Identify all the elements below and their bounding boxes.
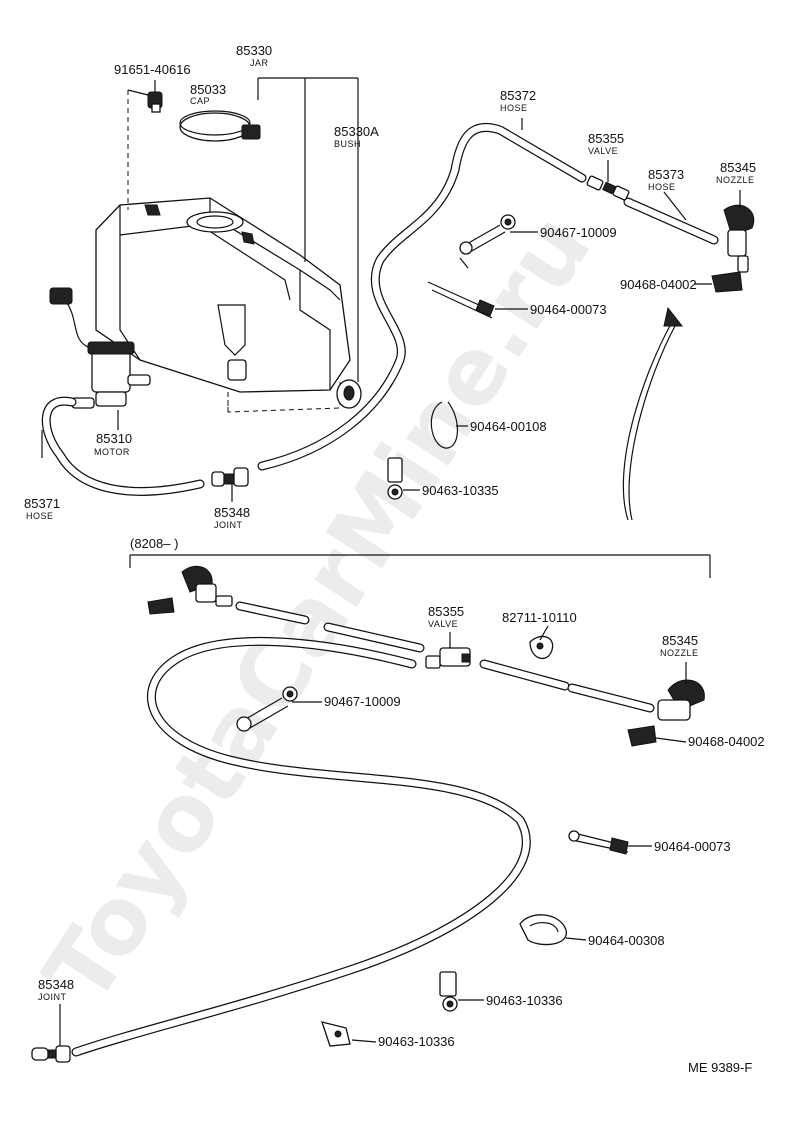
- jar-name: JAR: [250, 58, 269, 68]
- upper-nozzle: [723, 204, 755, 273]
- upper-clamp-b: [427, 281, 495, 319]
- figure-code: ME 9389-F: [688, 1060, 752, 1075]
- joint-name: JOINT: [214, 520, 243, 530]
- lower-valve-number: 85355: [428, 604, 464, 619]
- hose-left-name: HOSE: [26, 511, 54, 521]
- motor-part: [49, 287, 151, 409]
- hose-left-number: 85371: [24, 496, 60, 511]
- upper-clamp-c: [430, 401, 459, 449]
- lower-clamp-b-number: 90464-00073: [654, 839, 731, 854]
- screw-number: 91651-40616: [114, 62, 191, 77]
- clamp-c-number: 90464-00108: [470, 419, 547, 434]
- bush-name: BUSH: [334, 139, 361, 149]
- clamp-d-number: 90463-10335: [422, 483, 499, 498]
- upper-clamp-d: [387, 457, 403, 500]
- valve-number: 85355: [588, 131, 624, 146]
- lower-valve-clip-number: 82711-10110: [502, 610, 577, 625]
- lower-clamp-c-number: 90464-00308: [588, 933, 665, 948]
- section-bracket: (8208– ): [126, 536, 711, 578]
- nozzle-clip-number: 90468-04002: [620, 277, 697, 292]
- nozzle-number: 85345: [720, 160, 756, 175]
- lower-right-nozzle: [627, 679, 705, 747]
- clamp-b-number: 90464-00073: [530, 302, 607, 317]
- lower-hoses: [71, 601, 655, 1057]
- lower-clamp-d-number: 90463-10336: [486, 993, 563, 1008]
- lower-clamp-e-number: 90463-10336: [378, 1034, 455, 1049]
- joint-number: 85348: [214, 505, 250, 520]
- cap-number: 85033: [190, 82, 226, 97]
- upper-clamp-a: [459, 214, 516, 269]
- screw-part: [127, 89, 163, 113]
- jar-number: 85330: [236, 43, 272, 58]
- lower-clamp-a: [236, 686, 298, 732]
- section-label: (8208– ): [130, 536, 178, 551]
- lower-joint-number: 85348: [38, 977, 74, 992]
- lower-nozzle-name: NOZZLE: [660, 648, 699, 658]
- nozzle-name: NOZZLE: [716, 175, 755, 185]
- cap-name: CAP: [190, 96, 210, 106]
- upper-valve: [586, 175, 630, 201]
- bush-part: [336, 379, 362, 409]
- lower-clamp-a-number: 90467-10009: [324, 694, 401, 709]
- lower-nozzle-number: 85345: [662, 633, 698, 648]
- hose-top-name: HOSE: [500, 103, 528, 113]
- motor-number: 85310: [96, 431, 132, 446]
- lower-clamp-c: [519, 914, 567, 946]
- motor-name: MOTOR: [94, 447, 130, 457]
- lower-valve: [425, 647, 471, 669]
- hose-right-name: HOSE: [648, 182, 676, 192]
- clamp-a-number: 90467-10009: [540, 225, 617, 240]
- lower-leader-lines: [59, 625, 687, 1046]
- cap-part: [179, 110, 261, 142]
- lower-left-nozzle: [147, 565, 233, 615]
- upper-hoses: [41, 122, 719, 496]
- bush-number: 85330A: [334, 124, 379, 139]
- upper-labels: 85330 JAR 91651-40616 85033 CAP 85330A B…: [24, 43, 756, 530]
- lower-labels: 85355 VALVE 82711-10110 85345 NOZZLE 904…: [38, 604, 765, 1049]
- upper-joint: [211, 467, 249, 487]
- washer-jar: [95, 197, 351, 393]
- upper-leader-lines: [41, 77, 741, 502]
- lower-clamp-b: [568, 830, 629, 855]
- upper-nozzle-clip: [711, 271, 743, 293]
- lower-valve-name: VALVE: [428, 619, 458, 629]
- lower-valve-clip: [529, 635, 554, 660]
- lower-nozzle-clip-number: 90468-04002: [688, 734, 765, 749]
- lower-joint-name: JOINT: [38, 992, 67, 1002]
- lower-clamp-e: [321, 1021, 351, 1047]
- valve-name: VALVE: [588, 146, 618, 156]
- hose-right-number: 85373: [648, 167, 684, 182]
- lower-clamp-d: [439, 971, 458, 1012]
- hose-top-number: 85372: [500, 88, 536, 103]
- direction-arrow: [622, 306, 684, 521]
- lower-joint: [31, 1045, 71, 1063]
